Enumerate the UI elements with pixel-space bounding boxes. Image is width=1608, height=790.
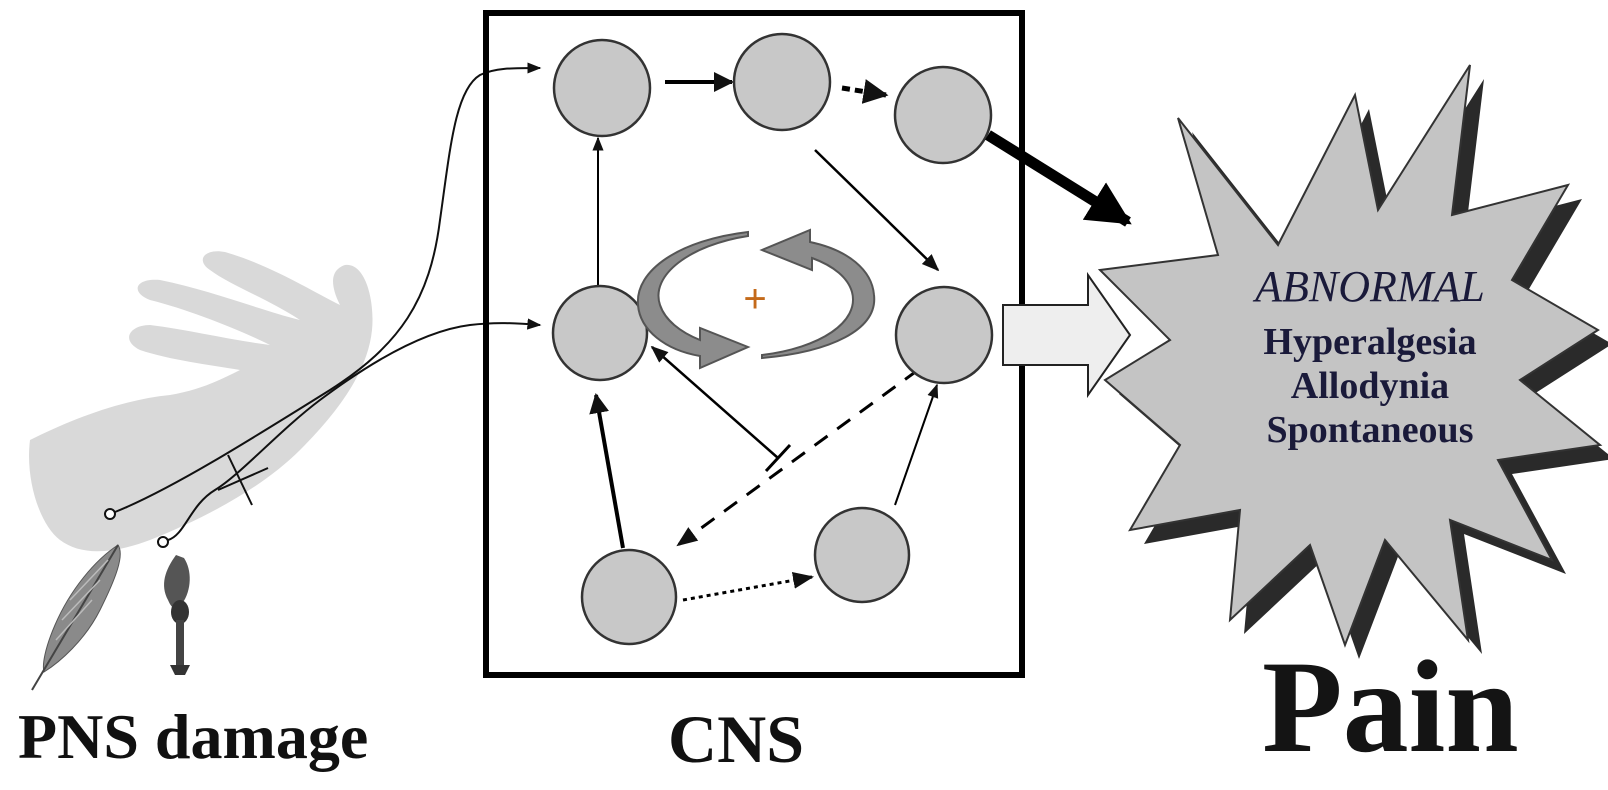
burst-heading: ABNORMAL	[1255, 262, 1485, 311]
pns-damage-label: PNS damage	[18, 701, 369, 772]
neuron-4	[551, 284, 649, 382]
feather-icon	[31, 544, 121, 691]
nerve-fiber-upper	[104, 62, 542, 520]
cycle-arrows-icon: +	[636, 228, 876, 370]
pain-label: Pain	[1262, 633, 1519, 780]
neuron-2	[732, 32, 832, 132]
neuron-3	[893, 65, 993, 165]
cns-connections	[589, 72, 940, 602]
neuron-5	[894, 285, 994, 385]
hand-silhouette-icon	[29, 251, 373, 552]
symptom-allodynia: Allodynia	[1290, 365, 1450, 407]
neuron-1	[552, 38, 652, 138]
output-arrow-block	[1002, 271, 1132, 399]
nerve-fiber-lower	[157, 318, 542, 548]
neuron-6	[580, 548, 678, 646]
symptom-spontaneous: Spontaneous	[1266, 409, 1474, 451]
output-arrow-bold	[985, 130, 1132, 227]
pin-icon	[164, 555, 190, 675]
neuron-7	[813, 506, 911, 604]
cns-neurons	[551, 32, 994, 646]
cns-label: CNS	[668, 701, 805, 777]
loop-plus-sign: +	[743, 277, 766, 321]
starburst-icon	[1097, 64, 1608, 659]
symptom-hyperalgesia: Hyperalgesia	[1263, 321, 1477, 363]
